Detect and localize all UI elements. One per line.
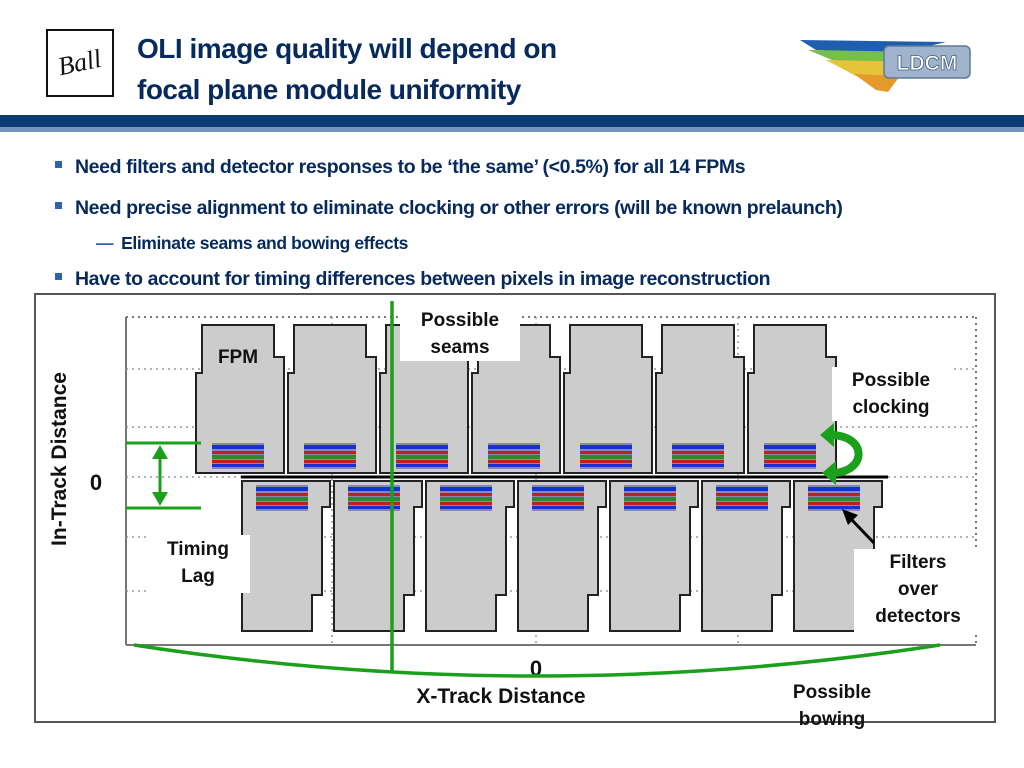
bowing-arc bbox=[133, 643, 941, 678]
ball-logo-text: Ball bbox=[55, 43, 105, 82]
seams-label-line: seams bbox=[430, 337, 490, 358]
lower-fpm-row bbox=[241, 480, 883, 632]
bullet-marker-icon bbox=[55, 202, 62, 210]
upper-fpm-row bbox=[195, 324, 837, 474]
ball-logo: Ball bbox=[46, 29, 114, 97]
sub-bullet-item: — Eliminate seams and bowing effects bbox=[96, 233, 408, 254]
focal-plane-diagram: 0 In-Track Distance 0 X-Track Distance F… bbox=[36, 295, 994, 721]
clocking-arrow-icon bbox=[820, 423, 863, 485]
fpm-module-upper bbox=[655, 324, 745, 474]
filter-stacks bbox=[212, 443, 860, 511]
filter-stack-upper bbox=[396, 443, 448, 469]
fpm-module-upper bbox=[563, 324, 653, 474]
filters-over-detectors-label: Filters over detectors bbox=[854, 549, 982, 634]
bullet-text: Have to account for timing differences b… bbox=[75, 268, 771, 290]
fpm-module-lower bbox=[517, 480, 607, 632]
fpm-label: FPM bbox=[218, 347, 258, 368]
fpm-module-upper bbox=[471, 324, 561, 474]
fpm-module-upper bbox=[195, 324, 285, 474]
title-line-1: OLI image quality will depend on bbox=[137, 33, 557, 64]
header-divider bbox=[0, 115, 1024, 127]
ldcm-logo: LDCM bbox=[800, 40, 971, 92]
bullet-marker-icon bbox=[55, 273, 62, 281]
timing-lag-label: Timing Lag bbox=[146, 535, 250, 593]
possible-clocking-label: Possible clocking bbox=[832, 367, 950, 421]
dash-marker-icon: — bbox=[96, 233, 114, 253]
fpm-module-lower bbox=[701, 480, 791, 632]
bowing-label-line: bowing bbox=[798, 709, 866, 730]
bullet-item: Need filters and detector responses to b… bbox=[55, 156, 746, 179]
y-zero-label: 0 bbox=[90, 470, 102, 495]
slide-title: OLI image quality will depend on focal p… bbox=[137, 28, 697, 110]
filter-stack-upper bbox=[580, 443, 632, 469]
filter-stack-lower bbox=[256, 485, 308, 511]
filter-stack-lower bbox=[440, 485, 492, 511]
filter-stack-lower bbox=[716, 485, 768, 511]
timing-label-line: Timing bbox=[167, 539, 229, 560]
filter-stack-lower bbox=[624, 485, 676, 511]
timing-lag-marker bbox=[126, 441, 201, 510]
header-divider-accent bbox=[0, 127, 1024, 132]
timing-label-line: Lag bbox=[181, 566, 215, 587]
bowing-label-line: Possible bbox=[792, 682, 872, 703]
filters-label-line: over bbox=[897, 579, 939, 600]
filter-stack-lower bbox=[808, 485, 860, 511]
title-line-2: focal plane module uniformity bbox=[137, 74, 521, 105]
bullet-text: Need filters and detector responses to b… bbox=[75, 156, 746, 178]
fpm-module-lower bbox=[609, 480, 699, 632]
focal-plane-figure: 0 In-Track Distance 0 X-Track Distance F… bbox=[34, 293, 996, 730]
fpm-module-lower bbox=[425, 480, 515, 632]
filter-stack-upper bbox=[304, 443, 356, 469]
bullet-text: Need precise alignment to eliminate cloc… bbox=[75, 197, 843, 219]
sub-bullet-text: Eliminate seams and bowing effects bbox=[121, 233, 409, 253]
bullet-item: Need precise alignment to eliminate cloc… bbox=[55, 197, 843, 220]
bullet-marker-icon bbox=[55, 161, 62, 169]
filter-stack-upper bbox=[764, 443, 816, 469]
fpm-module-lower bbox=[241, 480, 331, 632]
filter-stack-upper bbox=[212, 443, 264, 469]
possible-bowing-label: Possible bowing bbox=[736, 679, 928, 730]
fpm-module-lower bbox=[333, 480, 423, 632]
possible-seams-label: Possible seams bbox=[400, 307, 520, 361]
fpm-module-upper bbox=[287, 324, 377, 474]
bullet-item: Have to account for timing differences b… bbox=[55, 268, 771, 291]
ldcm-text: LDCM bbox=[897, 52, 958, 75]
filters-label-line: detectors bbox=[875, 606, 961, 627]
seams-label-line: Possible bbox=[420, 310, 500, 331]
clocking-label-line: clocking bbox=[852, 397, 930, 418]
filter-stack-upper bbox=[672, 443, 724, 469]
y-axis-label: In-Track Distance bbox=[48, 372, 71, 546]
x-axis-label: X-Track Distance bbox=[416, 685, 585, 708]
filter-pointer-arrow-icon bbox=[842, 509, 876, 545]
filter-stack-upper bbox=[488, 443, 540, 469]
clocking-label-line: Possible bbox=[851, 370, 931, 391]
filters-label-line: Filters bbox=[889, 552, 947, 573]
filter-stack-lower bbox=[532, 485, 584, 511]
